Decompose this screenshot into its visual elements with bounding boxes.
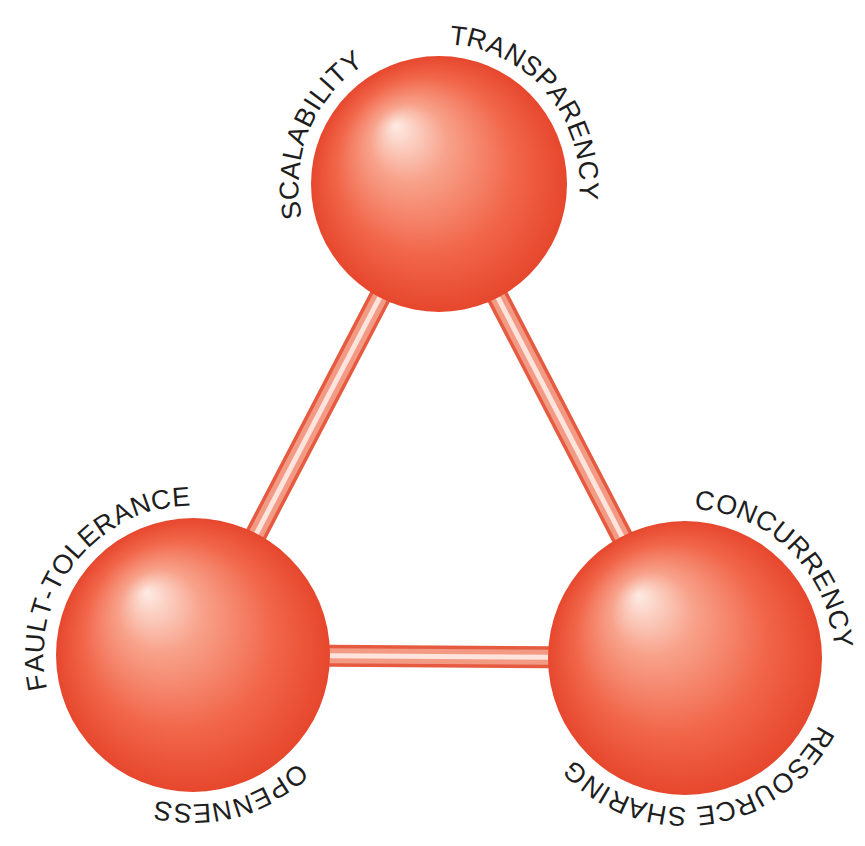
curved-label: OPENNESS	[150, 756, 314, 828]
rod-shading	[256, 297, 379, 533]
rod-shading	[330, 656, 548, 657]
curved-label: SCALABILITY	[274, 45, 369, 224]
rod-shading	[498, 298, 622, 537]
rod-group	[498, 298, 622, 537]
curved-label: FAULT-TOLERANCE	[19, 481, 193, 694]
sphere-shape	[548, 521, 822, 795]
sphere-node: SCALABILITYTRANSPARENCY	[311, 56, 567, 312]
sphere-shape	[311, 56, 567, 312]
rod-group	[256, 297, 379, 533]
connector-rod	[498, 298, 622, 537]
sphere-node: CONCURRENCYRESOURCE SHARING	[548, 521, 822, 795]
curved-label: CONCURRENCY	[691, 485, 858, 652]
connector-rod	[330, 656, 548, 657]
sphere-ball	[311, 56, 567, 312]
sphere-shape	[56, 518, 330, 792]
curved-label: TRANSPARENCY	[446, 20, 604, 202]
curved-label: RESOURCE SHARING	[557, 720, 840, 832]
connector-rod	[256, 297, 379, 533]
sphere-node: FAULT-TOLERANCEOPENNESS	[56, 518, 330, 792]
sphere-ball	[56, 518, 330, 792]
rod-highlight	[498, 298, 622, 537]
sphere-ball	[548, 521, 822, 795]
rod-group	[330, 656, 548, 657]
rod-highlight	[330, 656, 548, 657]
rod-highlight	[256, 297, 379, 533]
